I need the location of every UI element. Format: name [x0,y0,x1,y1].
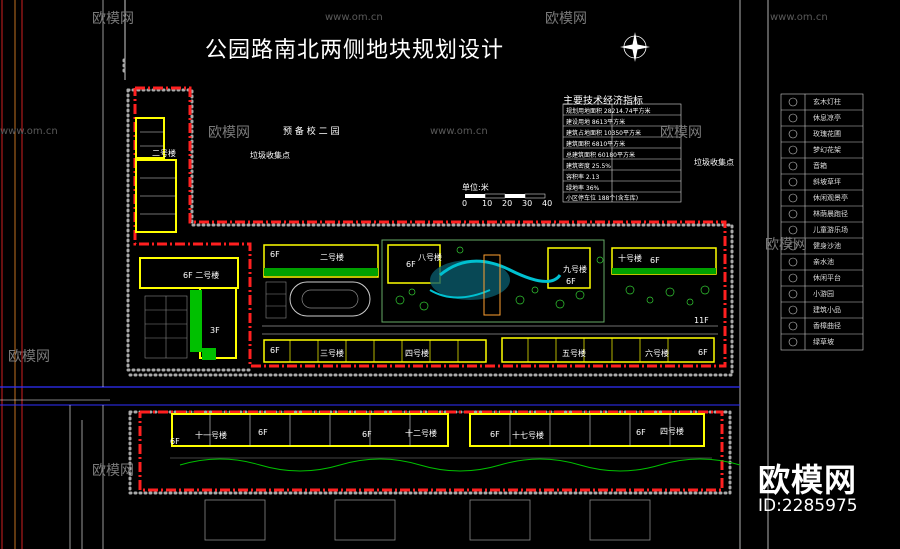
building-label: 6F [698,348,708,357]
building-label: 十二号楼 [405,429,437,438]
building-label: 11F [694,316,709,325]
building-label: 3F [210,326,220,335]
tech-table-title: 主要技术经济指标 [563,96,643,107]
legend-item: 香樟曲径 [813,322,841,330]
reserved-school-label: 预 备 校 二 园 [283,127,340,137]
building-label: 6F [636,428,646,437]
garbage-point-left-label: 垃圾收集点 [250,151,290,160]
legend-item: 休闲平台 [813,274,841,282]
tech-table-frame [562,103,682,203]
building-label: 四号楼 [405,349,429,358]
legend-item: 玄木灯柱 [813,98,841,106]
building-label: 九号楼 [563,265,587,274]
watermark-url: www.om.cn [770,12,828,23]
watermark-brand: 欧模网 [545,11,587,27]
scale-tick: 30 [522,199,533,208]
south-row-buildings [263,337,715,363]
south-block-dividers [209,414,671,446]
brand-logo-text: 欧模网 [758,461,858,499]
green-strip [190,290,216,360]
road-tree-dots [122,58,734,495]
legend-item: 儿童游乐场 [813,226,848,234]
mid-road [262,325,718,335]
legend-item: 音箱 [813,162,827,170]
legend-item: 休闲观景亭 [813,194,848,202]
tech-table-row: 建筑密度 25.5% [566,163,611,170]
building-label: 6F [170,437,180,446]
central-landscape [381,239,605,323]
tech-table-row: 建筑占地面积 10350平方米 [566,130,641,137]
scale-tick: 20 [502,199,513,208]
building-label: 三号楼 [320,349,344,358]
garbage-point-right-label: 垃圾收集点 [694,158,734,167]
south-row-dividers [289,338,669,362]
scale-bar [465,193,546,199]
site-boundary [133,86,727,492]
building-label: 八号楼 [418,253,442,262]
tech-table-row: 总建筑面积 60180平方米 [566,152,635,159]
building-label: 6F [270,346,280,355]
building-label: 六号楼 [645,349,669,358]
legend-item: 斜坡草坪 [813,178,841,186]
south-block-buildings [171,413,705,447]
scale-tick: 40 [542,199,553,208]
brand-id: ID:2285975 [758,496,858,516]
watermark-brand: 欧模网 [765,237,807,253]
watermark-brand: 欧模网 [208,125,250,141]
legend-item: 建筑小品 [813,306,841,314]
watermark-brand: 欧模网 [92,463,134,479]
parking-mid [265,281,287,319]
watermark-brand: 欧模网 [8,349,50,365]
building-label: 十七号楼 [512,431,544,440]
legend-item: 小游园 [813,290,834,298]
drawing-title: 公园路南北两侧地块规划设计 [205,38,505,63]
north-compass-icon [620,32,650,62]
lower-buildings [204,499,651,541]
south-block-greens [170,457,741,472]
scale-title: 单位:米 [462,183,489,192]
legend-item: 休息凉亭 [813,114,841,122]
building-label: 6F [566,277,576,286]
north-row-greens [264,268,716,276]
nw-buildings-inner [140,131,176,215]
building-label: 四号楼 [660,427,684,436]
building-label: 二号楼 [152,149,176,158]
building-label: 五号楼 [562,349,586,358]
scale-tick: 0 [462,199,468,208]
watermark-brand: 欧模网 [92,11,134,27]
drawing-frame [0,0,769,549]
legend-item: 健身沙池 [813,242,841,250]
legend-item: 绿草坡 [813,338,834,346]
tree-dots-landscape [395,246,710,311]
tech-table-row: 建筑面积 6810平方米 [566,141,626,148]
building-label: 二号楼 [320,253,344,262]
watermark-url: www.om.cn [0,126,58,137]
building-label: 6F [270,250,280,259]
building-label: 十一号楼 [195,431,227,440]
legend-item: 梦幻花架 [813,146,841,154]
building-label: 6F 二号楼 [183,271,220,280]
building-label: 6F [406,260,416,269]
track-oval [289,281,371,317]
tech-table-row: 小区停车位 188个(含车库) [566,195,639,202]
watermark-url: www.om.cn [325,12,383,23]
tech-table-row: 建设用地 8613平方米 [566,119,626,126]
tech-table-row: 绿地率 36% [566,185,600,192]
legend-item: 亲水池 [813,258,834,266]
watermark-brand: 欧模网 [660,125,702,141]
legend-item: 林荫晨跑径 [813,210,848,218]
building-label: 6F [258,428,268,437]
watermark-url: www.om.cn [430,126,488,137]
tech-table-row: 规划用地面积 28214.74平方米 [566,108,651,115]
legend-item: 玫瑰花圃 [813,130,841,138]
building-label: 6F [490,430,500,439]
parking-rows [144,295,188,359]
building-label: 6F [362,430,372,439]
tech-table-row: 容积率 2.13 [566,174,600,181]
building-label: 6F [650,256,660,265]
building-label: 十号楼 [618,254,642,263]
scale-tick: 10 [482,199,493,208]
